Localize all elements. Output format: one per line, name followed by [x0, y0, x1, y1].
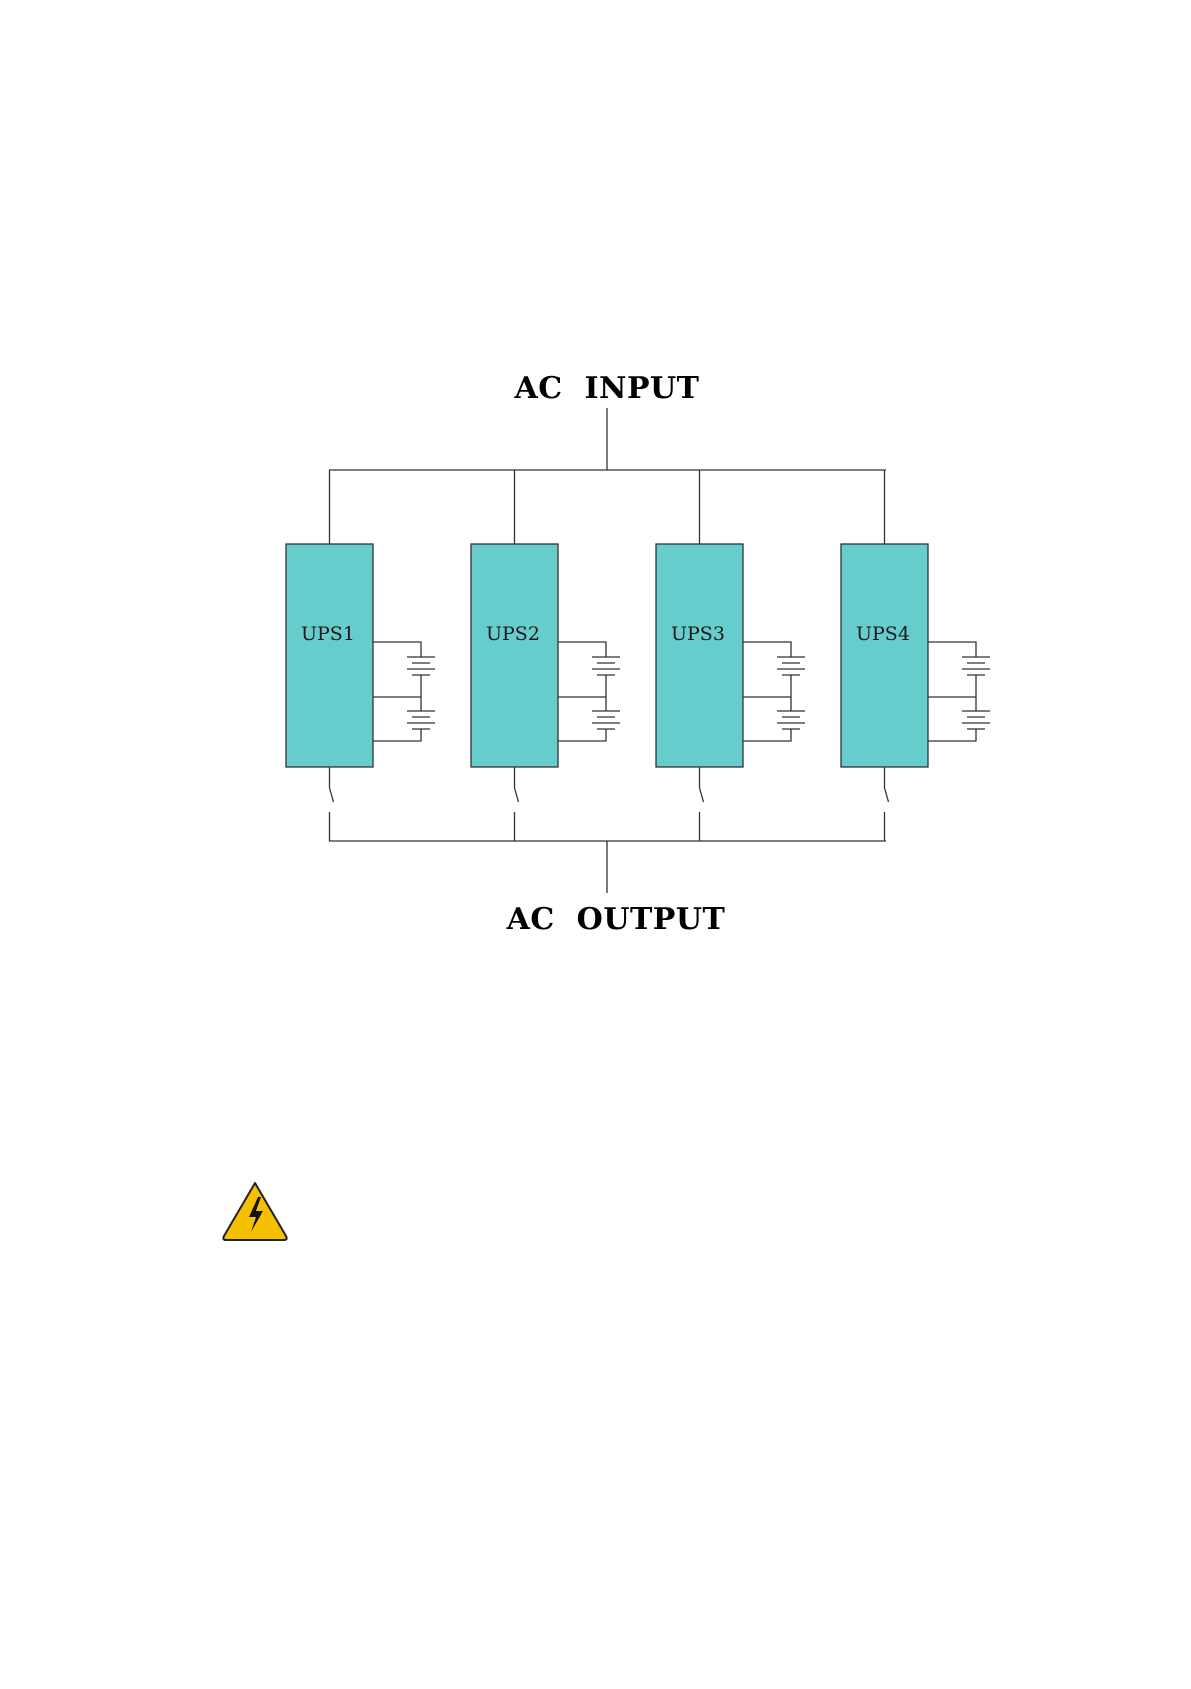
ups4-output-switch [885, 788, 889, 802]
ups1-unit: UPS1 [286, 470, 435, 841]
ups-units: UPS1 UPS2 UPS3 UPS4 [286, 470, 990, 841]
ups2-label: UPS2 [486, 623, 540, 645]
ups4-battery-cell-1 [962, 657, 990, 675]
ups2-battery-cell-2 [592, 711, 620, 729]
ups1-box [286, 544, 373, 767]
ups3-battery-cell-2 [777, 711, 805, 729]
ups2-unit: UPS2 [471, 470, 620, 841]
ups4-unit: UPS4 [841, 470, 990, 841]
ups1-battery-lead-bottom [373, 731, 421, 741]
ups1-battery-cell-1 [407, 657, 435, 675]
ups3-unit: UPS3 [656, 470, 805, 841]
ups4-label: UPS4 [856, 623, 910, 645]
ups3-battery-string [743, 642, 805, 741]
ups3-label: UPS3 [671, 623, 725, 645]
ups2-battery-string [558, 642, 620, 741]
high-voltage-warning-icon [223, 1183, 286, 1240]
ups3-battery-lead-bottom [743, 731, 791, 741]
ups1-battery-cell-2 [407, 711, 435, 729]
ups1-battery-lead-top [373, 642, 421, 657]
ups2-battery-cell-1 [592, 657, 620, 675]
ups1-label: UPS1 [301, 623, 355, 645]
ups2-battery-lead-top [558, 642, 606, 657]
ups3-output-switch [700, 788, 704, 802]
ups3-box [656, 544, 743, 767]
ac-input-label: AC INPUT [513, 371, 699, 406]
ups2-output-switch [515, 788, 519, 802]
ups4-battery-lead-bottom [928, 731, 976, 741]
ups3-battery-cell-1 [777, 657, 805, 675]
ups4-battery-string [928, 642, 990, 741]
ups1-battery-string [373, 642, 435, 741]
ups2-box [471, 544, 558, 767]
ups1-output-switch [330, 788, 334, 802]
ups4-battery-cell-2 [962, 711, 990, 729]
ups2-battery-lead-bottom [558, 731, 606, 741]
ups3-battery-lead-top [743, 642, 791, 657]
ac-output-label: AC OUTPUT [506, 902, 726, 937]
ups4-battery-lead-top [928, 642, 976, 657]
ups4-box [841, 544, 928, 767]
